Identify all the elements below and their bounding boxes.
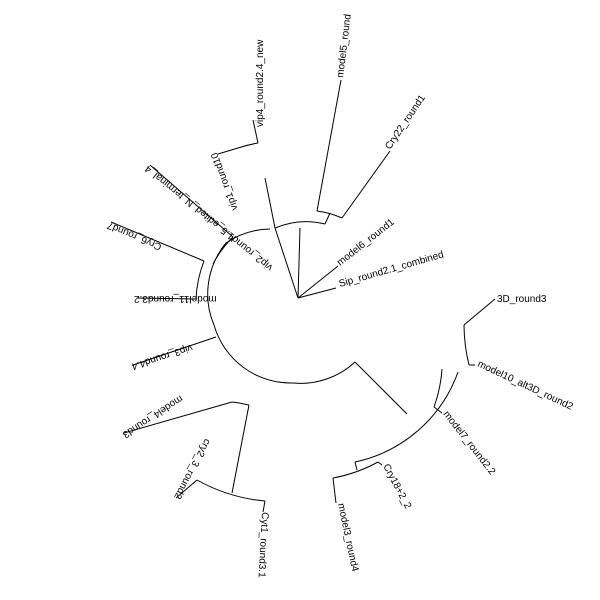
- tree-branches: [110, 79, 496, 513]
- branch-cry2: [175, 479, 198, 499]
- leaf-label-vip3: vip3_round4.4: [130, 342, 194, 372]
- branch-upper-right-arc: [274, 221, 326, 229]
- branch-lower-left-stem: [231, 404, 250, 494]
- branch-model3: [332, 477, 337, 504]
- leaf-label-vip4: vip4_round2.4_new: [255, 39, 266, 127]
- branch-cry22: [341, 150, 391, 219]
- branch-model5: [316, 79, 342, 212]
- branch-lower-right-stem: [354, 361, 408, 415]
- branch-model7: [433, 406, 443, 414]
- leaf-label-cyt1: Cyt1_round3.1: [256, 512, 270, 579]
- branch-model11: [136, 297, 197, 300]
- leaf-label-model11: model11_round3.2: [134, 293, 217, 304]
- branch-model3-cry18-arc: [332, 461, 379, 479]
- branch-cry2-cyt1-arc: [196, 479, 266, 502]
- branch-cry6-model11-arc: [195, 260, 205, 300]
- leaf-label-model3: model3_round4: [335, 502, 360, 573]
- leaf-label-3d: 3D_round3: [497, 294, 547, 305]
- branch-root-to-main: [297, 227, 301, 299]
- branch-cry6: [110, 221, 205, 262]
- branch-vip-arc: [237, 142, 259, 149]
- leaf-label-model5: model5_round: [335, 14, 354, 79]
- branch-vip1: [217, 147, 239, 155]
- branch-lower-left-arc: [231, 401, 250, 406]
- branch-model4: [123, 401, 233, 434]
- branch-3d-model10-arc: [463, 324, 470, 366]
- branch-sip: [297, 287, 337, 299]
- branch-main-arc: [207, 228, 356, 384]
- branch-model7-arc: [433, 368, 443, 408]
- branch-vip3: [132, 336, 217, 366]
- leaf-label-vip2: vip2_round1.5_edited_N_terminal_4: [143, 162, 276, 272]
- branch-3d: [463, 298, 496, 326]
- leaf-label-cry2: cry2_3_round2: [171, 437, 212, 501]
- branch-upper-right-stem: [324, 212, 331, 225]
- branch-model6: [297, 265, 339, 299]
- leaf-label-vip1: vip1_round10: [209, 151, 240, 212]
- branch-vip4: [252, 119, 259, 144]
- leaf-label-cry22: Cry22_round1: [383, 93, 428, 152]
- leaf-label-model6: model6_round1: [335, 217, 397, 269]
- leaf-label-model7: model7_round2.2: [441, 409, 498, 477]
- branch-cry18: [377, 461, 383, 466]
- branch-root-stem: [274, 227, 299, 299]
- branch-vip2: [149, 164, 234, 238]
- leaf-label-model4: model4_round3: [120, 393, 185, 440]
- leaf-label-cry6: Cry6_round7: [105, 219, 163, 252]
- branch-vip-clade-stem: [264, 177, 276, 229]
- branch-model3-cry18-stem: [354, 461, 358, 471]
- leaf-label-cry18: Cry18+2_2: [380, 462, 413, 511]
- branch-cyt1: [262, 500, 266, 513]
- branch-lower-right-arc: [354, 371, 459, 463]
- leaf-labels: model5_round Cry22_round1 vip4_round2.4_…: [105, 14, 575, 579]
- leaf-label-model10: model10_alt3D_round2: [476, 359, 575, 413]
